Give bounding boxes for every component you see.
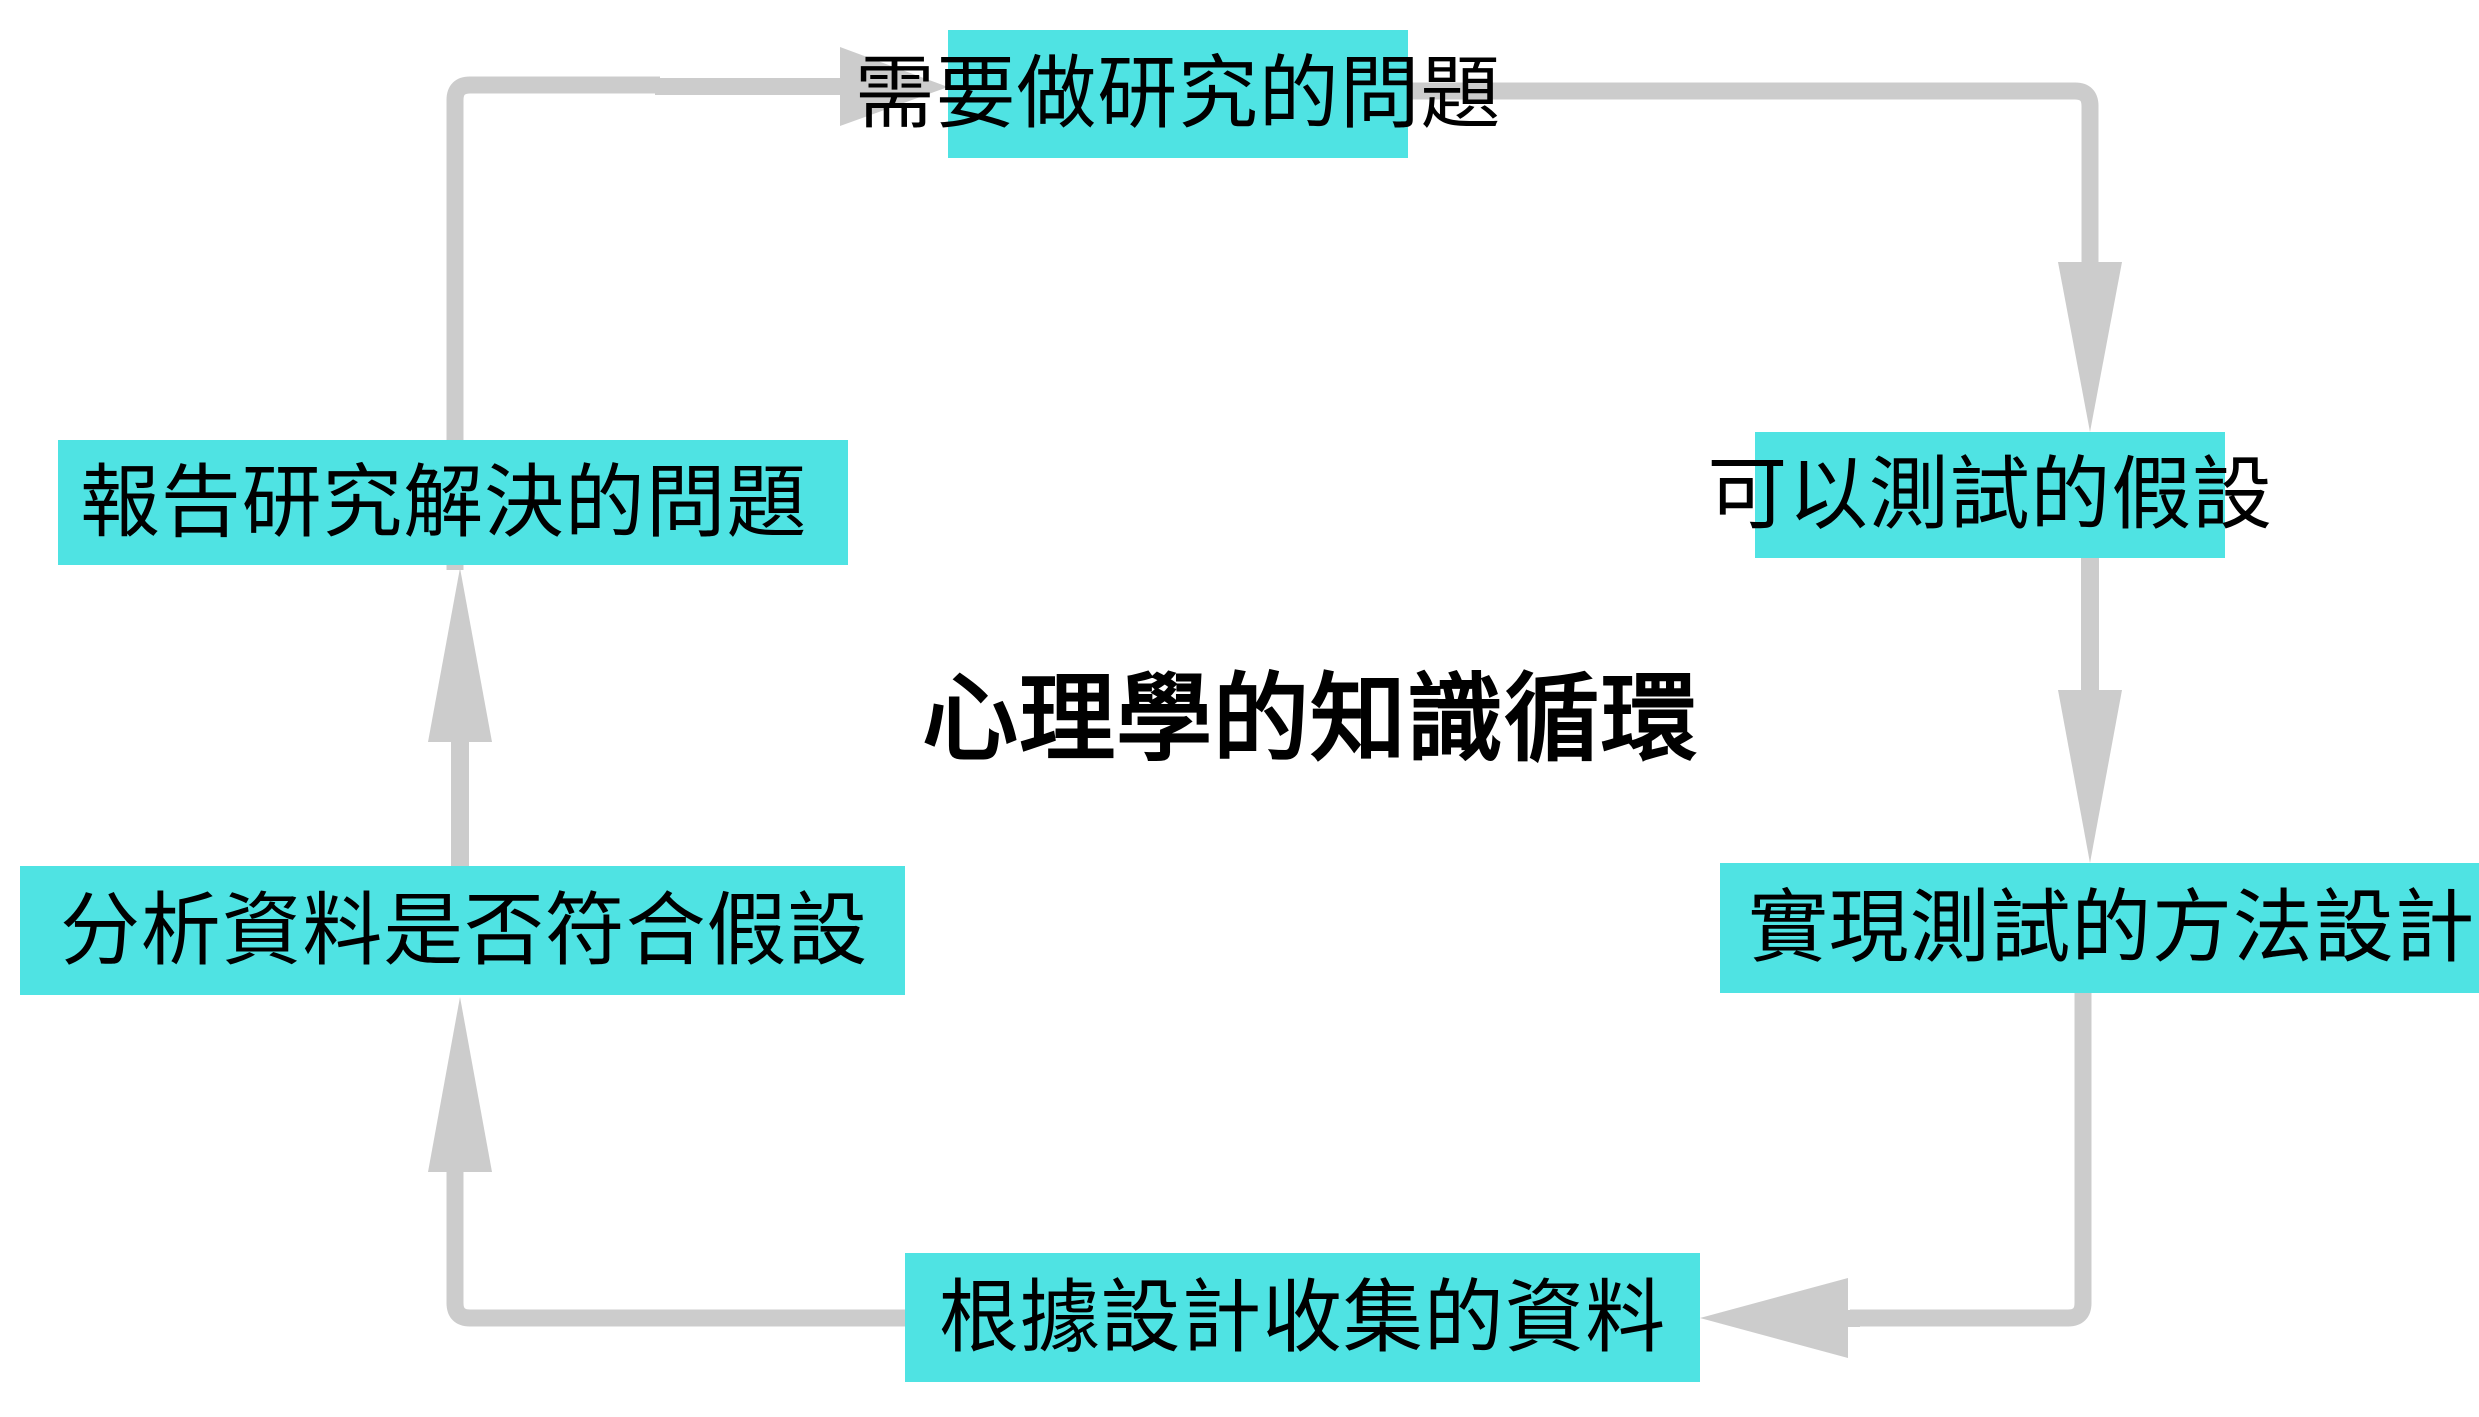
node-label: 根據設計收集的資料 (938, 1272, 1667, 1362)
edge-collect-to-analyze (428, 997, 905, 1327)
node-label: 分析資料是否符合假設 (60, 885, 868, 975)
node-report-findings[interactable]: 報告研究解決的問題 (58, 440, 848, 565)
node-label: 需要做研究的問題 (854, 49, 1502, 138)
node-label: 報告研究解決的問題 (80, 457, 808, 547)
node-data-collection[interactable]: 根據設計收集的資料 (905, 1253, 1700, 1382)
edge-method-to-collect (1700, 993, 2092, 1358)
arrowhead-up-icon (428, 997, 492, 1172)
diagram-title: 心理學的知識循環 (922, 666, 1698, 773)
node-label: 可以測試的假設 (1707, 450, 2273, 539)
node-label: 實現測試的方法設計 (1748, 883, 2476, 972)
arrowhead-left-icon (1700, 1278, 1848, 1358)
edge-report-to-problem (446, 47, 948, 570)
node-method-design[interactable]: 實現測試的方法設計 (1720, 863, 2479, 993)
edge-hypo-to-method (2058, 556, 2122, 863)
edge-analyze-to-report (428, 568, 492, 870)
node-testable-hypothesis[interactable]: 可以測試的假設 (1707, 432, 2272, 558)
arrowhead-right-icon (840, 47, 948, 126)
edge-problem-to-hypo (1408, 82, 2122, 432)
node-research-problem[interactable]: 需要做研究的問題 (855, 30, 1500, 158)
arrowhead-up-icon (428, 568, 492, 742)
arrowhead-down-icon (2058, 690, 2122, 863)
arrowhead-down-icon (2058, 262, 2122, 432)
node-data-analysis[interactable]: 分析資料是否符合假設 (20, 866, 905, 995)
